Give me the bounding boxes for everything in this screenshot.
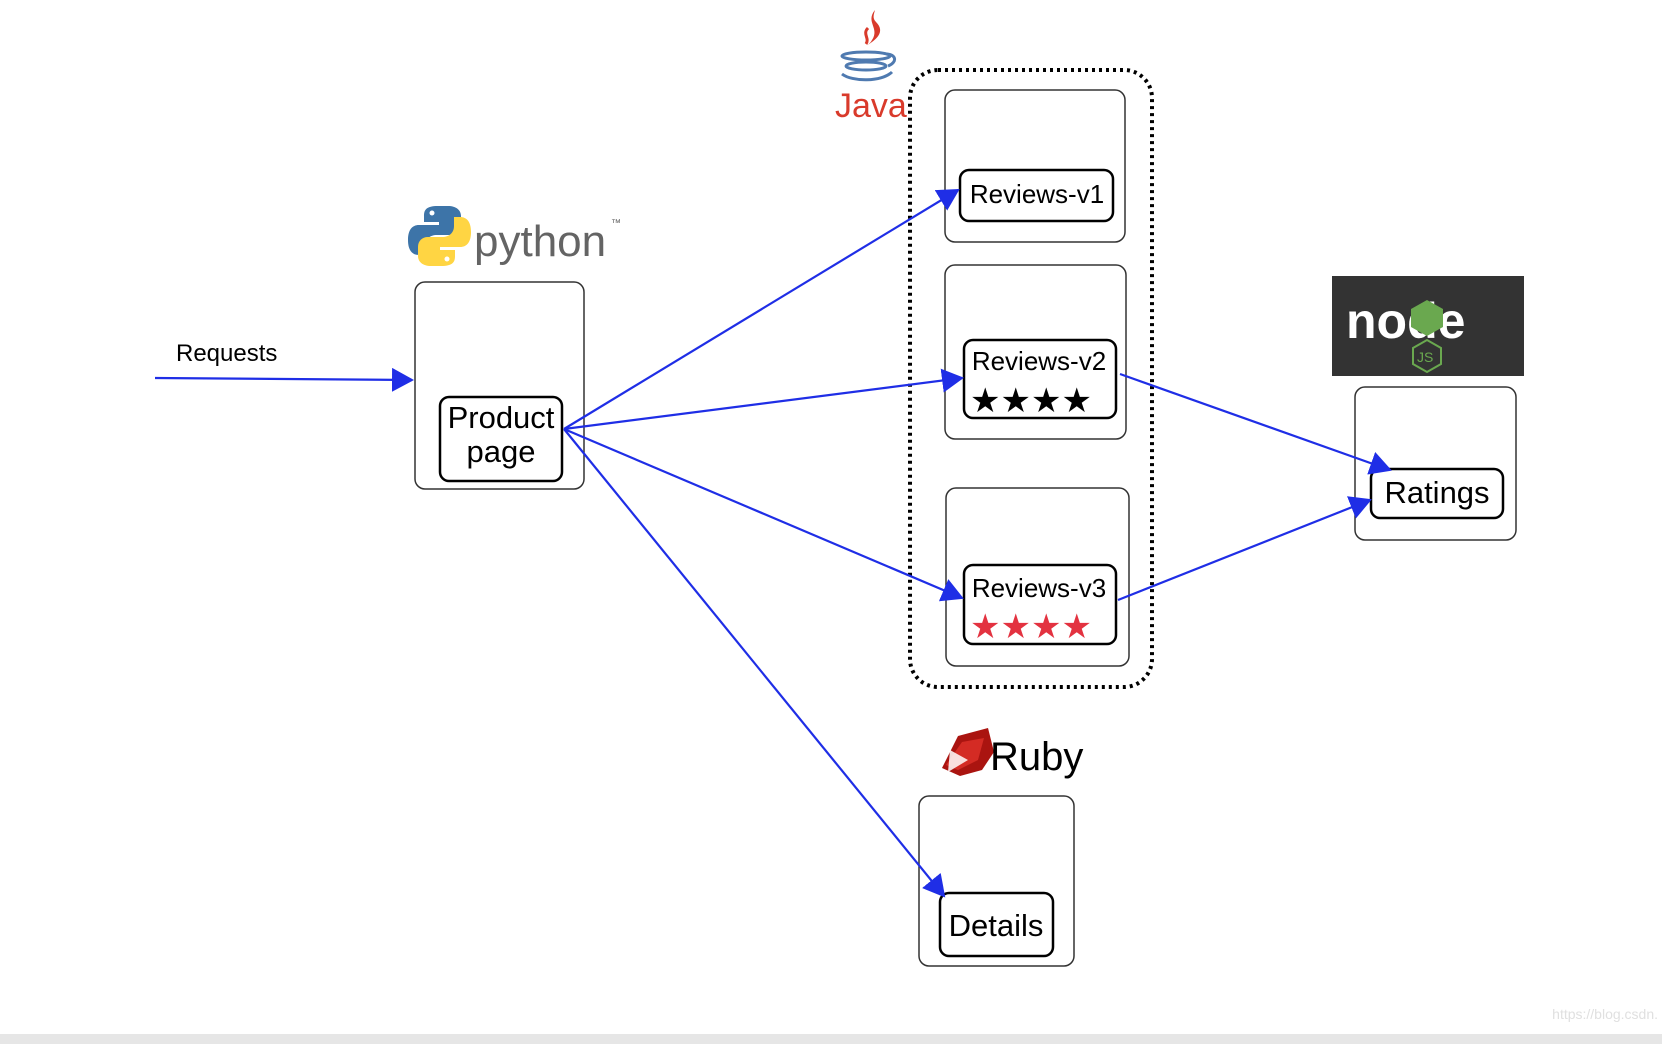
watermark-text: https://blog.csdn. [1552,1006,1658,1022]
ratings-node: Ratings [1369,467,1505,520]
java-icon [840,10,896,82]
arrow-productpage-to-details [563,428,946,898]
python-logo-group: python ™ [408,206,621,266]
arrow-productpage-to-reviews-v1 [563,188,960,430]
bottom-scrollbar-strip [0,1034,1662,1044]
nodejs-logo-group: node JS [1332,276,1524,376]
productpage-node: Product page [438,395,564,483]
ruby-icon [942,728,994,776]
reviews-v1-node: Reviews-v1 [958,168,1115,223]
arrow-requests-to-productpage [154,367,414,392]
reviews-v2-stars: ★★★★ [970,382,1092,420]
reviews-v1-label: Reviews-v1 [970,179,1104,209]
reviews-v3-node: Reviews-v3 ★★★★ [962,563,1118,646]
reviews-v2-node: Reviews-v2 ★★★★ [962,338,1118,420]
python-logo-text: python [474,217,606,266]
details-label: Details [949,908,1044,943]
reviews-v3-label: Reviews-v3 [972,573,1106,603]
details-node: Details [938,891,1055,958]
arrow-reviews-v2-to-ratings [1119,372,1392,475]
nodejs-js-hexagon-icon [1412,338,1442,374]
ratings-label: Ratings [1384,475,1489,510]
java-services-group-border [908,68,1154,689]
productpage-label-line2: page [467,434,536,469]
nodejs-hexagon-icon [1411,300,1443,336]
python-icon [408,206,471,266]
requests-label: Requests [176,340,277,367]
productpage-label-line1: Product [448,400,555,435]
java-logo-text: Java [835,87,907,125]
nodejs-logo-text: node [1346,293,1465,349]
reviews-v3-stars: ★★★★ [970,608,1092,646]
reviews-v2-label: Reviews-v2 [972,346,1106,376]
ruby-logo-text: Ruby [990,735,1083,779]
ruby-logo-group: Ruby [942,728,1083,779]
nodejs-js-text: JS [1417,349,1433,365]
python-tm-mark: ™ [611,218,621,229]
arrow-productpage-to-reviews-v2 [563,368,964,431]
arrow-reviews-v3-to-ratings [1117,496,1372,602]
java-logo-group: Java [835,10,907,125]
arrows [154,188,1392,898]
arrow-productpage-to-reviews-v3 [563,427,964,602]
